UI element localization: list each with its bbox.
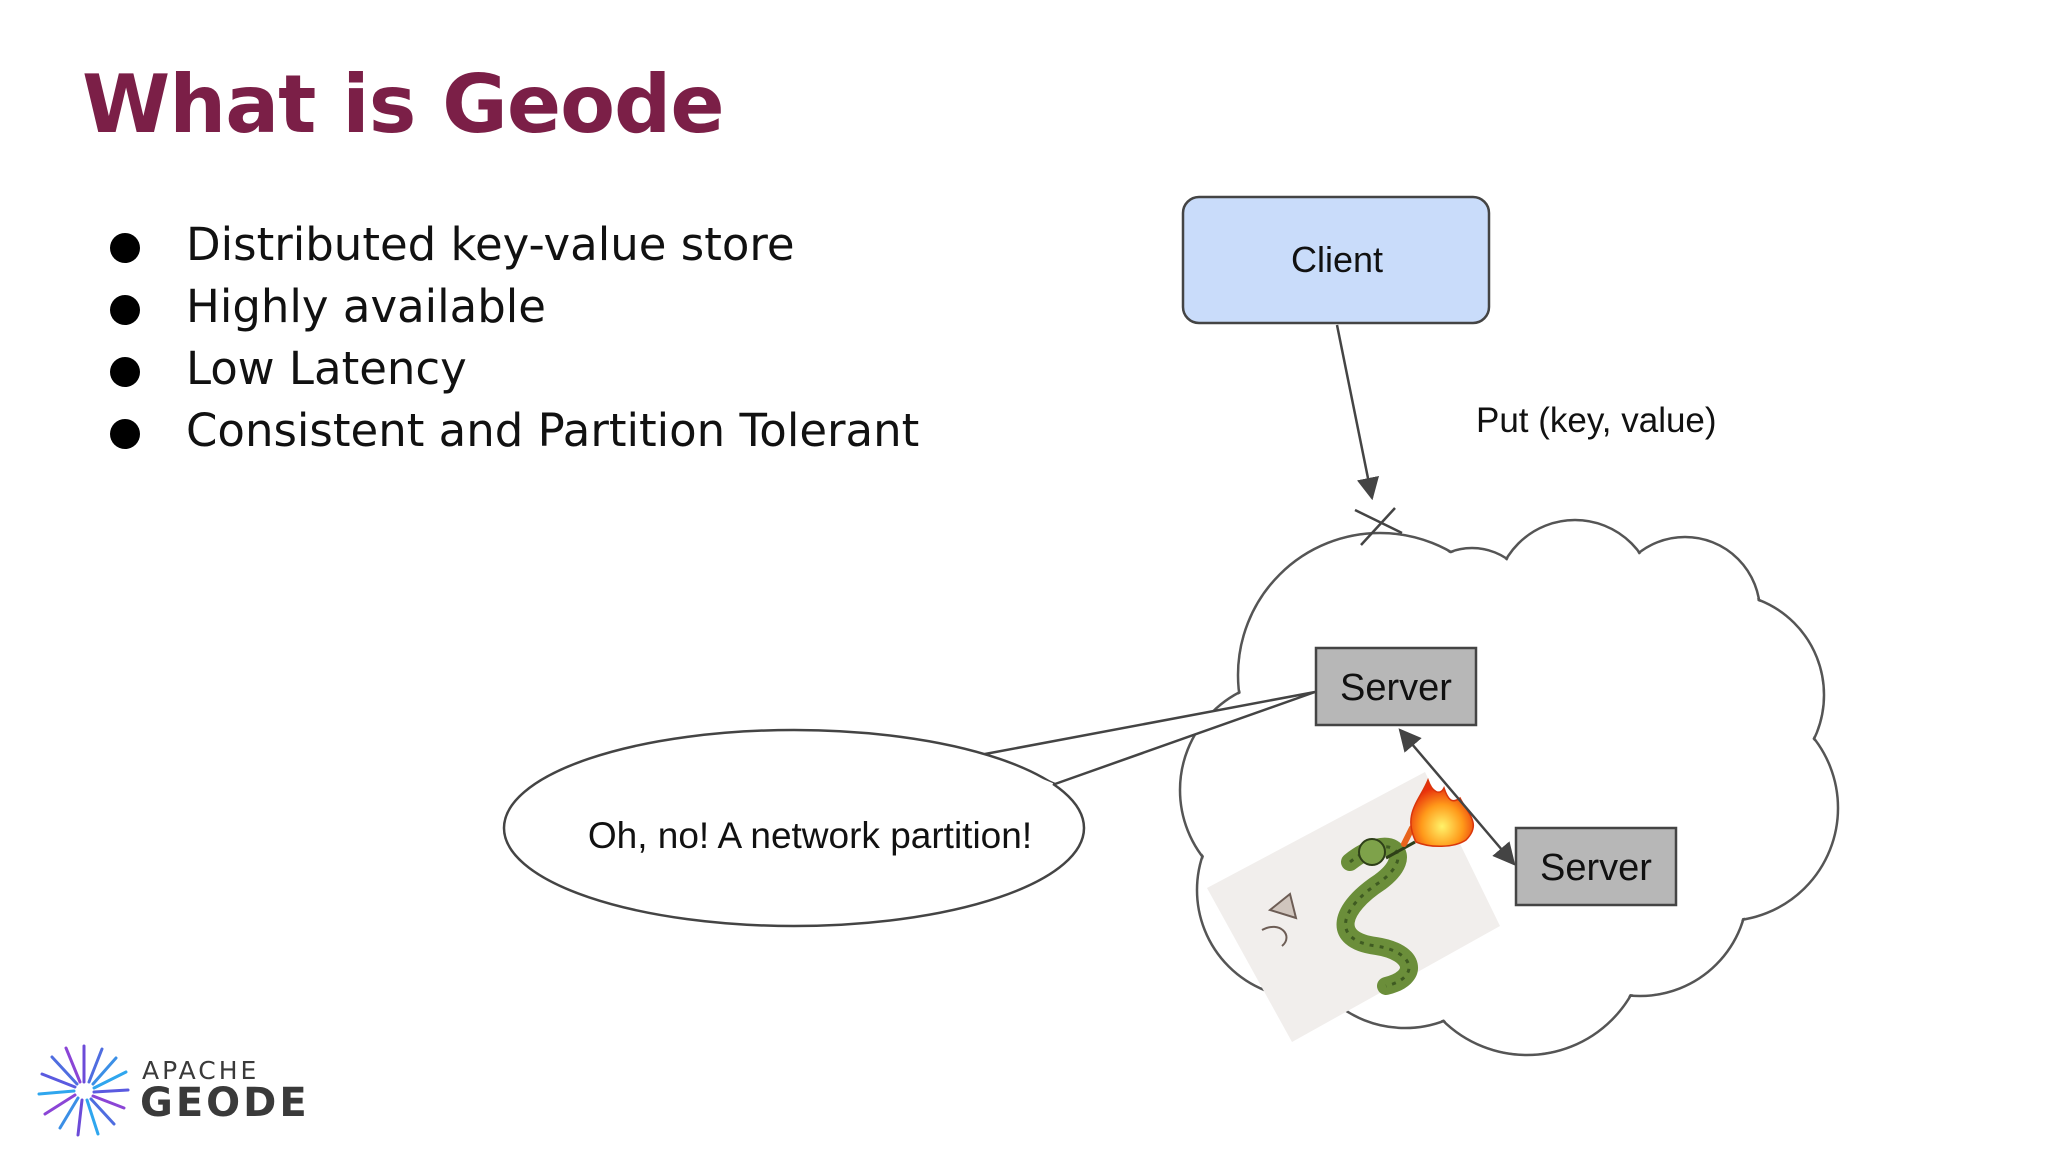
geode-burst-icon xyxy=(37,1044,130,1137)
bullet-dot-icon xyxy=(110,295,140,325)
client-label: Client xyxy=(1291,239,1383,280)
bullet-item: Consistent and Partition Tolerant xyxy=(108,400,919,462)
speech-bubble: Oh, no! A network partition! xyxy=(502,690,1317,928)
apache-geode-logo: APACHE GEODE xyxy=(36,1042,336,1137)
server-1-label: Server xyxy=(1340,667,1452,709)
server-node-2: Server xyxy=(1514,826,1678,907)
server-link-arrow xyxy=(1398,728,1516,866)
bullet-text: Consistent and Partition Tolerant xyxy=(186,404,920,457)
speech-bubble-text: Oh, no! A network partition! xyxy=(588,815,1032,856)
bullet-item: Highly available xyxy=(108,276,919,338)
bullet-item: Low Latency xyxy=(108,338,919,400)
put-arrow xyxy=(1335,324,1380,501)
put-label: Put (key, value) xyxy=(1476,401,1717,440)
slide-title: What is Geode xyxy=(82,58,725,151)
bullet-text: Low Latency xyxy=(186,342,467,395)
bullet-dot-icon xyxy=(110,357,140,387)
server-node-1: Server xyxy=(1314,646,1478,727)
client-node: Client xyxy=(1181,195,1491,325)
bullet-text: Distributed key-value store xyxy=(186,218,795,271)
logo-geode-text: GEODE xyxy=(140,1080,310,1126)
bullet-dot-icon xyxy=(110,233,140,263)
cross-mark-icon xyxy=(1354,507,1403,546)
server-2-label: Server xyxy=(1540,847,1652,889)
bullet-list: Distributed key-value store Highly avail… xyxy=(108,214,919,462)
bullet-dot-icon xyxy=(110,419,140,449)
logo-apache-text: APACHE xyxy=(142,1056,260,1085)
bullet-text: Highly available xyxy=(186,280,546,333)
bullet-item: Distributed key-value store xyxy=(108,214,919,276)
